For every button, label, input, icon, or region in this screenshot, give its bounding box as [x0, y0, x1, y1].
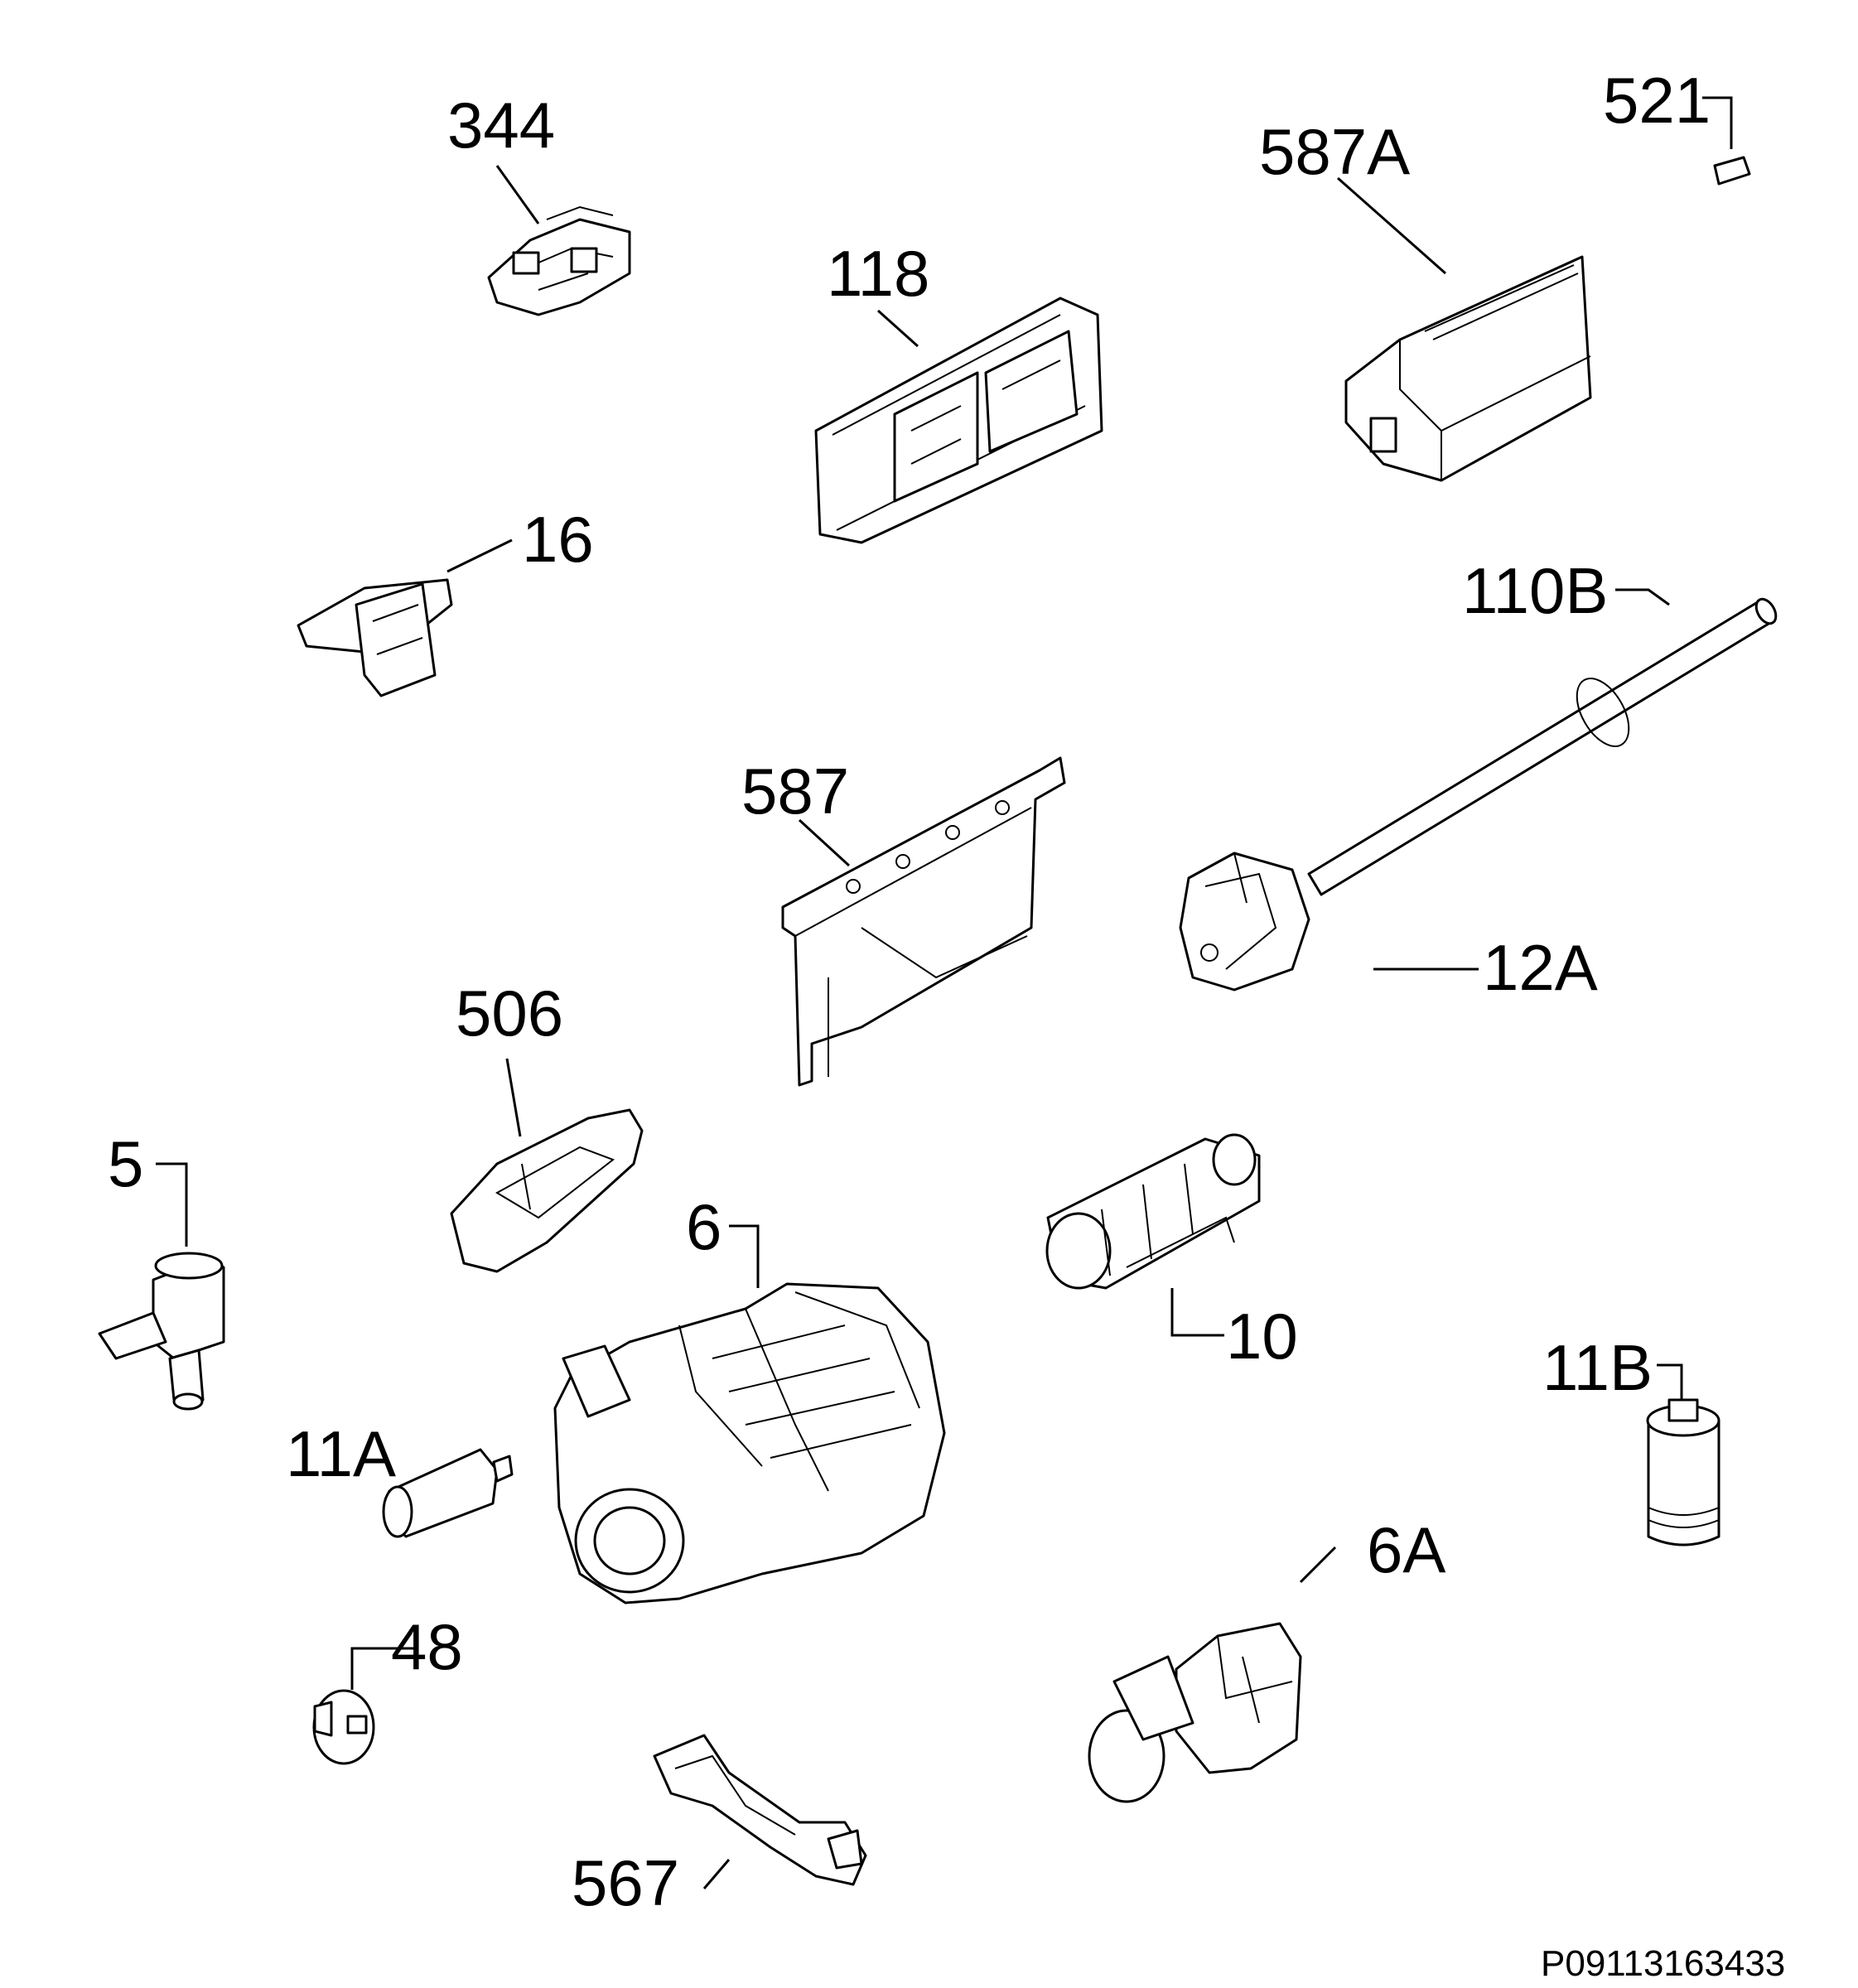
control-board-icon [814, 297, 1103, 544]
circulation-pump-motor-icon [553, 1282, 946, 1604]
door-lock-icon [450, 1108, 644, 1273]
label-521: 521 [1603, 64, 1711, 137]
label-344: 344 [447, 89, 555, 162]
valve-icon [98, 1252, 225, 1411]
electronic-module-icon [1344, 255, 1592, 482]
reference-code: P09113163433 [1541, 1943, 1785, 1984]
cable-clip-icon [653, 1734, 867, 1886]
pump-connector-icon [1179, 852, 1310, 992]
label-11B: 11B [1542, 1331, 1653, 1404]
label-506: 506 [456, 977, 563, 1049]
label-48: 48 [391, 1610, 463, 1683]
label-12A: 12A [1483, 931, 1598, 1004]
small-block-icon [1713, 156, 1751, 186]
plug-icon [312, 1689, 375, 1765]
label-567: 567 [572, 1846, 679, 1919]
label-16: 16 [522, 503, 594, 576]
label-587A: 587A [1259, 115, 1410, 188]
label-6A: 6A [1367, 1513, 1445, 1586]
label-5: 5 [108, 1127, 143, 1200]
label-587: 587 [741, 755, 849, 828]
label-6: 6 [686, 1190, 721, 1263]
label-110B: 110B [1462, 554, 1608, 627]
heater-icon [1045, 1133, 1261, 1290]
hose-icon [1307, 597, 1778, 896]
capacitor-icon [382, 1448, 514, 1538]
label-11A: 11A [286, 1417, 396, 1490]
drain-pump-icon [1088, 1622, 1302, 1803]
bracket-icon [781, 756, 1066, 1087]
connector-icon [487, 205, 631, 316]
label-10: 10 [1226, 1300, 1298, 1373]
capacitor-icon [1646, 1398, 1720, 1546]
switch-icon [297, 578, 453, 697]
label-118: 118 [827, 237, 929, 310]
